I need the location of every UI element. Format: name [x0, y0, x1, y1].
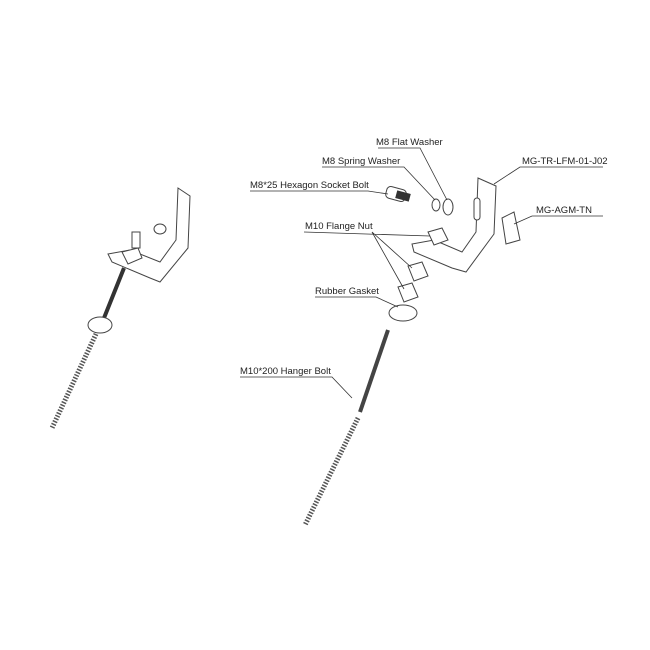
assembled-flange-nut — [121, 247, 143, 265]
label-spring-washer: M8 Spring Washer — [322, 156, 400, 167]
assembled-view — [49, 187, 191, 430]
flange-nut-middle — [407, 261, 429, 282]
label-hanger-bolt: M10*200 Hanger Bolt — [240, 366, 331, 377]
assembled-threaded-rod — [102, 267, 126, 319]
label-t-nut: MG-AGM-TN — [536, 205, 592, 216]
flat-washer-part — [442, 198, 454, 216]
label-bracket: MG-TR-LFM-01-J02 — [522, 156, 608, 167]
assembled-wood-screw — [49, 332, 99, 430]
socket-bolt-thread — [395, 190, 411, 202]
label-socket-bolt: M8*25 Hexagon Socket Bolt — [250, 180, 369, 191]
label-flange-nut: M10 Flange Nut — [305, 221, 373, 232]
assembled-bracket — [107, 187, 191, 283]
flange-nut-top — [427, 227, 449, 246]
spring-washer-part — [431, 198, 441, 212]
exploded-view — [302, 177, 521, 527]
label-flat-washer: M8 Flat Washer — [376, 137, 443, 148]
hanger-bolt-thread — [358, 329, 390, 413]
leader-lines — [240, 147, 603, 399]
bracket-slot — [473, 197, 481, 221]
assembled-rubber-gasket — [87, 316, 113, 334]
rubber-gasket-part — [388, 304, 418, 322]
flange-nut-lower — [397, 282, 419, 303]
label-rubber-gasket: Rubber Gasket — [315, 286, 379, 297]
bracket-part — [411, 177, 497, 273]
hanger-bolt-screw — [302, 416, 361, 527]
assembled-bolt-top — [131, 231, 141, 249]
assembled-socket-bolt — [153, 223, 167, 235]
t-nut-part — [501, 211, 521, 245]
